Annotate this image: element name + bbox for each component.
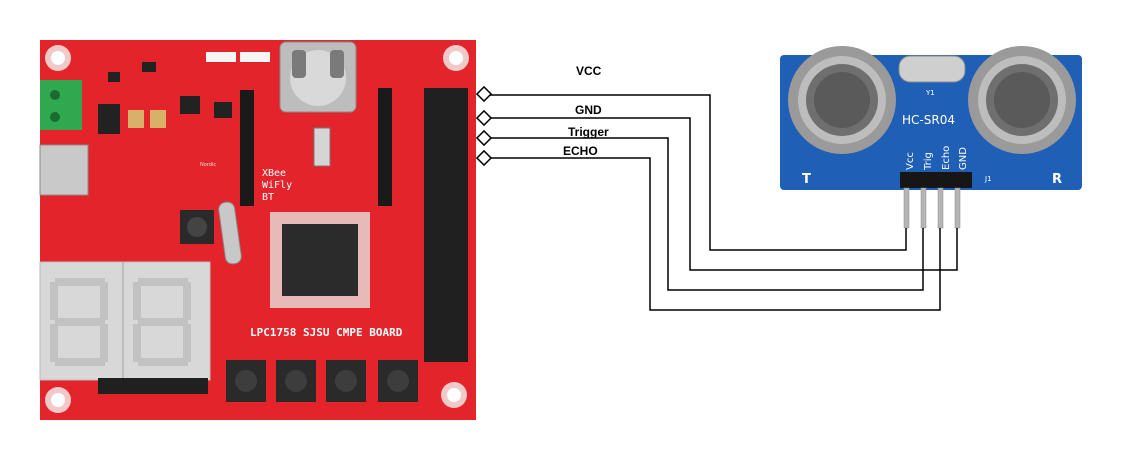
wifly-label: WiFly [262,180,292,191]
sensor-pin-header [900,172,972,188]
pin-label-gnd: GND [958,147,969,170]
jumper [313,127,331,167]
ultrasonic-sensor: Y1 HC-SR04 T R J1 Vcc Trig Echo GND [780,46,1082,229]
pin-label-trig: Trig [923,152,934,171]
wire-echo [490,157,941,311]
sensor-pins [903,187,961,229]
crystal [218,201,242,265]
wire-gnd [490,117,958,271]
right-transducer [968,46,1076,154]
wire-label-vcc: VCC [576,64,602,78]
pin-header-right [424,88,468,362]
pin-label-vcc: Vcc [905,152,916,170]
wire-trigger [490,137,924,291]
crystal-label: Y1 [925,89,935,97]
dev-board: XBee WiFly BT Nordic [39,40,476,420]
bt-label: BT [262,192,274,203]
wire-label-gnd: GND [575,103,602,117]
wire-vcc [490,94,907,251]
reset-button [180,210,214,244]
sensor-crystal [898,55,966,83]
wires [490,94,958,311]
push-buttons [226,360,418,402]
xbee-headers [240,88,392,206]
connector-trigger [475,129,493,147]
sensor-model: HC-SR04 [902,113,955,127]
xbee-label: XBee [262,168,286,179]
usb-connector [39,144,89,196]
mcu-chip [270,212,370,308]
bottom-header [98,378,208,394]
board-title: LPC1758 SJSU CMPE BOARD [250,326,403,339]
corner-label-left: T [802,172,811,187]
connector-vcc [475,85,493,103]
left-transducer [788,46,896,154]
power-terminal [40,80,82,130]
nordic-label: Nordic [200,162,216,168]
wire-label-trigger: Trigger [568,125,609,139]
pin-label-echo: Echo [941,146,952,170]
wire-label-echo: ECHO [563,144,598,158]
wire-connectors [475,85,493,167]
header-label: J1 [984,175,992,183]
battery-holder [279,41,357,113]
connector-echo [475,149,493,167]
small-components [98,52,270,134]
mounting-holes [45,45,469,413]
corner-label-right: R [1052,172,1062,187]
connector-gnd [475,109,493,127]
seven-segment-display [39,261,211,381]
